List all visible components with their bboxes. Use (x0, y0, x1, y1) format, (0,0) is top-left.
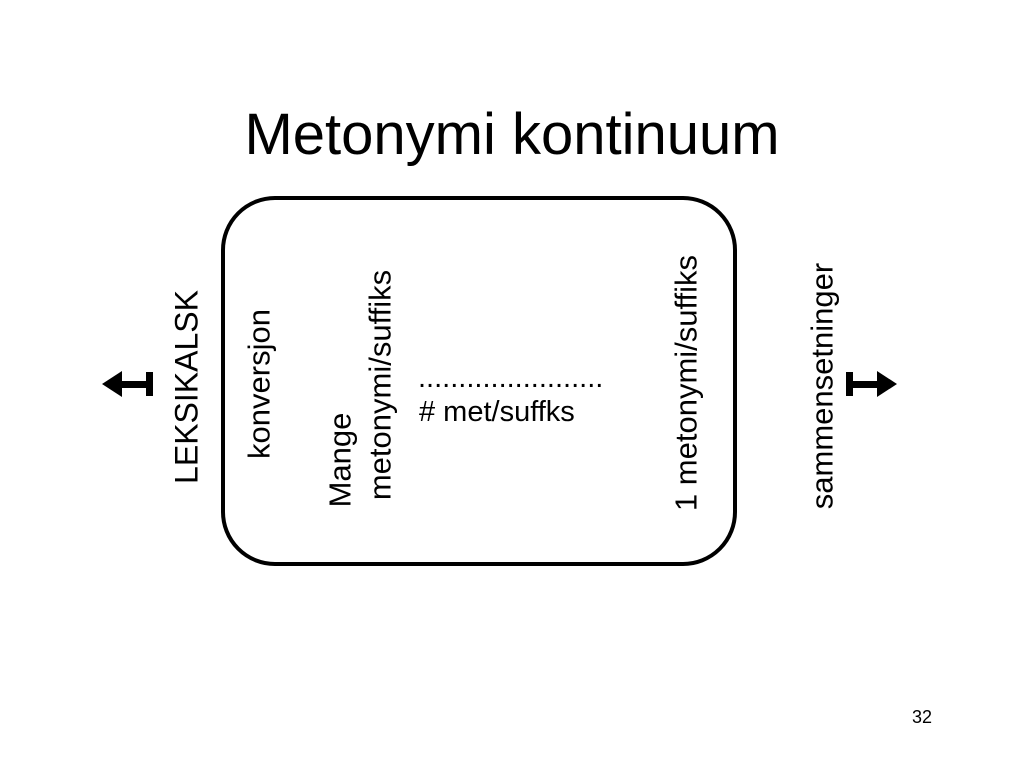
dotted-line: ....................... (418, 362, 604, 394)
label-mange-line1: Mange (322, 412, 358, 508)
label-1-metonymi: 1 metonymi/suffiks (668, 254, 704, 512)
page-number: 32 (912, 707, 933, 727)
label-konversjon: konversjon (241, 309, 277, 459)
arrow-left-icon (102, 371, 153, 397)
arrow-right-icon (846, 371, 897, 397)
label-mange-line2: metonymi/suffiks (362, 269, 398, 501)
label-sammensetninger: sammensetninger (804, 262, 840, 510)
continuum-box (221, 196, 737, 566)
label-leksikalsk: LEKSIKALSK (168, 290, 205, 484)
slide-title: Metonymi kontinuum (244, 102, 780, 167)
label-count: # met/suffks (419, 396, 575, 428)
